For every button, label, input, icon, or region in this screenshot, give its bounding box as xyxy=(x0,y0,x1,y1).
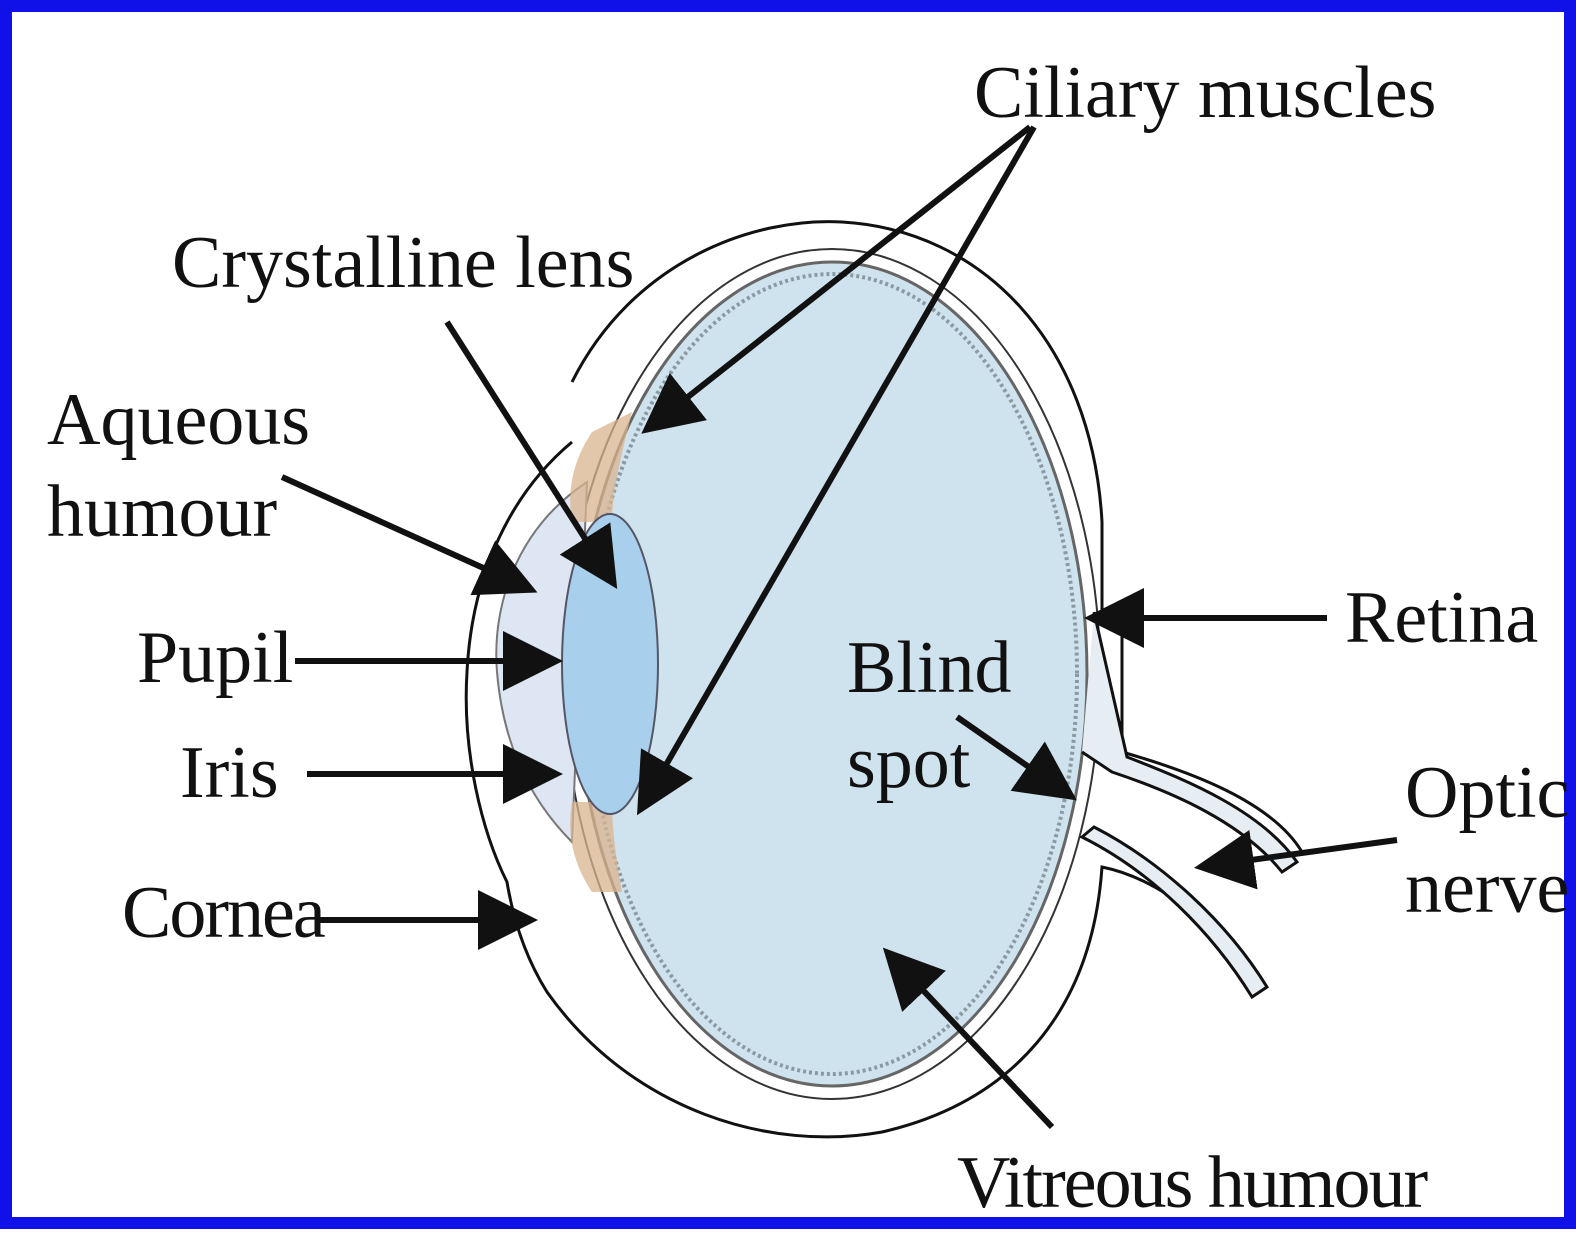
crystalline-lens-shape xyxy=(562,514,658,814)
optic-nerve-lower xyxy=(1082,827,1267,997)
label-vitreous-humour: Vitreous humour xyxy=(957,1142,1427,1224)
label-aqueous-line1: Aqueous xyxy=(47,379,310,461)
optic-nerve xyxy=(1082,612,1297,872)
label-optic-line2: nerve xyxy=(1405,847,1569,929)
label-aqueous-line2: humour xyxy=(47,471,277,553)
label-cornea: Cornea xyxy=(122,872,325,954)
arrow-aqueous-humour xyxy=(282,477,532,590)
label-blind-line1: Blind xyxy=(847,627,1011,709)
eye-diagram: Ciliary muscles Crystalline lens Aqueous… xyxy=(12,12,1576,1241)
label-retina: Retina xyxy=(1345,577,1538,659)
label-ciliary-muscles: Ciliary muscles xyxy=(974,52,1436,134)
label-crystalline-lens: Crystalline lens xyxy=(172,222,634,304)
label-optic-line1: Optic xyxy=(1405,752,1569,834)
label-pupil: Pupil xyxy=(137,617,293,699)
label-blind-line2: spot xyxy=(847,722,971,804)
label-iris: Iris xyxy=(180,732,279,814)
